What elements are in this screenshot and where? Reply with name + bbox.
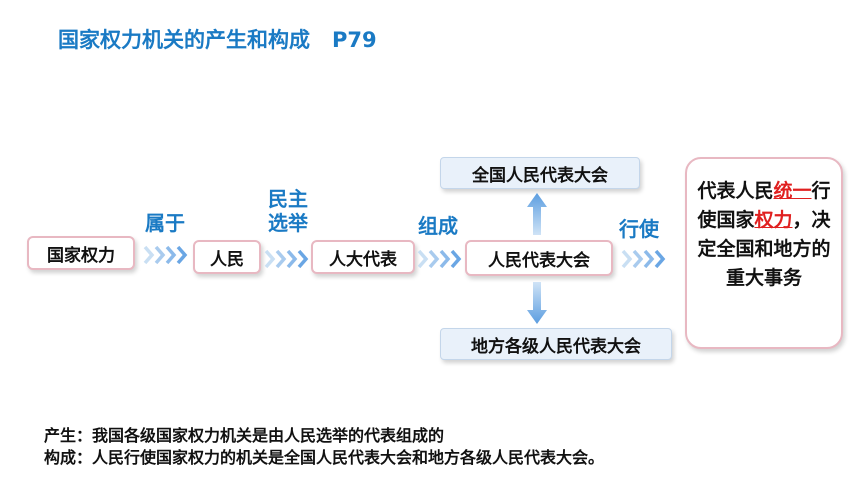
node-state-power: 国家权力 [27, 236, 135, 270]
node-people-label: 人民 [210, 249, 244, 270]
title-text: 国家权力机关的产生和构成 [58, 28, 310, 52]
notes-block: 产生：我国各级国家权力机关是由人民选举的代表组成的 构成：人民行使国家权力的机关… [44, 425, 604, 469]
node-local-congress-label: 地方各级人民代表大会 [471, 336, 641, 357]
node-deputies: 人大代表 [311, 240, 415, 274]
result-text-3: ，决定全国和地方的重大事务 [697, 209, 831, 289]
node-deputies-label: 人大代表 [329, 249, 397, 270]
result-highlight-unify: 统一 [773, 180, 812, 202]
chevron-arrow-icon [621, 249, 666, 269]
node-congress: 人民代表大会 [465, 240, 613, 276]
relation-compose-label: 组成 [418, 214, 458, 238]
result-text-1: 代表人民 [697, 180, 774, 202]
result-highlight-power: 权力 [754, 209, 793, 231]
relation-elect-label: 民主 选举 [268, 187, 308, 235]
relation-elect-line1: 民主 [268, 187, 308, 211]
node-npc-label: 全国人民代表大会 [472, 165, 608, 186]
page-title: 国家权力机关的产生和构成 P79 [58, 24, 377, 54]
chevron-arrow-icon [143, 245, 188, 265]
relation-exercise-label: 行使 [619, 217, 659, 241]
relation-elect-line2: 选举 [268, 211, 308, 235]
node-people: 人民 [193, 240, 261, 274]
page-reference: P79 [332, 28, 377, 52]
node-npc: 全国人民代表大会 [440, 157, 640, 189]
relation-belongs-label: 属于 [145, 211, 185, 235]
chevron-arrow-icon [264, 249, 309, 269]
arrow-down-icon [527, 282, 547, 324]
arrow-up-icon [527, 193, 547, 235]
note-structure: 构成：人民行使国家权力的机关是全国人民代表大会和地方各级人民代表大会。 [44, 448, 605, 467]
result-box: 代表人民统一行使国家权力，决定全国和地方的重大事务 [685, 157, 843, 349]
chevron-arrow-icon [417, 249, 462, 269]
node-state-power-label: 国家权力 [47, 245, 115, 266]
node-congress-label: 人民代表大会 [488, 250, 590, 271]
node-local-congress: 地方各级人民代表大会 [440, 328, 672, 360]
note-origin: 产生：我国各级国家权力机关是由人民选举的代表组成的 [44, 426, 445, 445]
result-text-2: 行使国家 [697, 180, 831, 231]
